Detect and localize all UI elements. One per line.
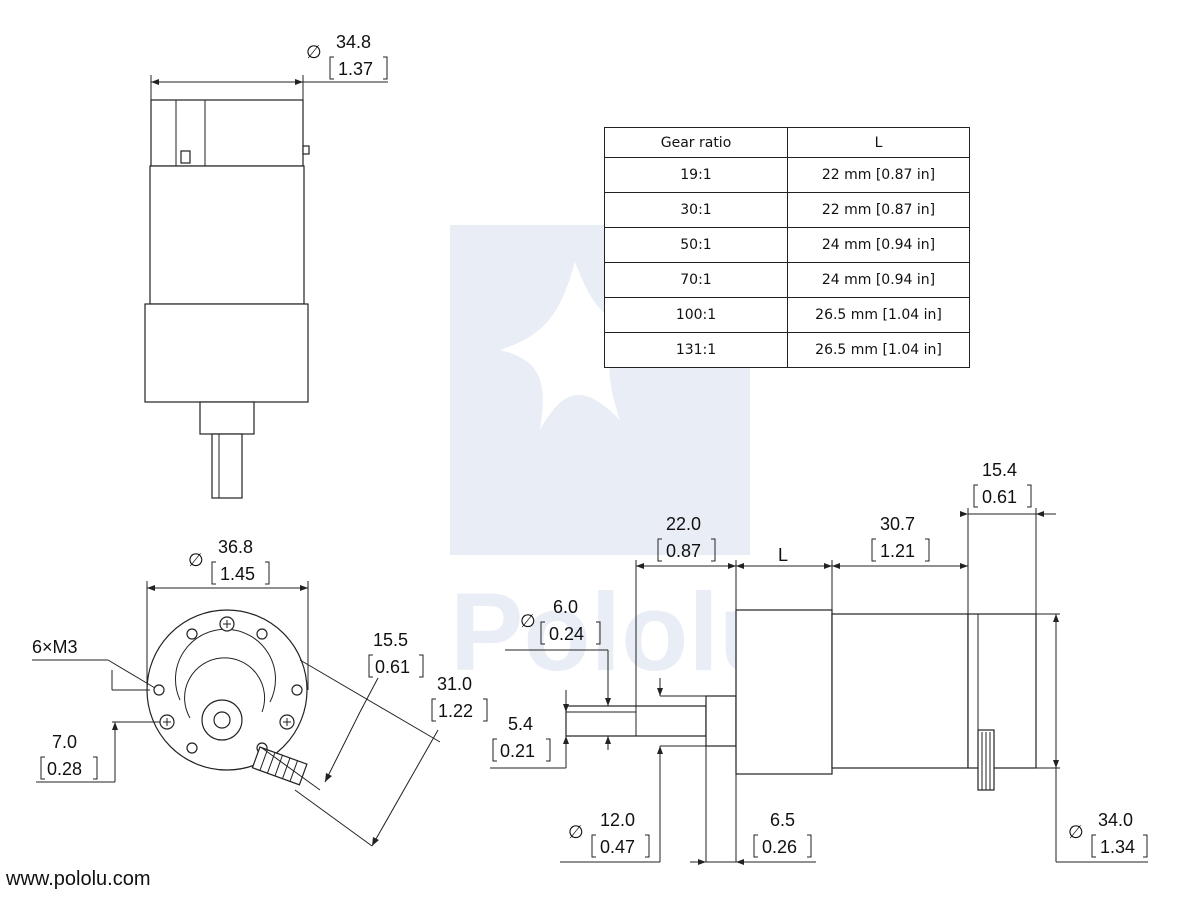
length-cell: 24 mm [0.94 in] [787, 227, 970, 263]
diameter-symbol-collar: ∅ [568, 822, 584, 842]
flat-height-in: 0.21 [500, 741, 535, 761]
body-diameter-in: 1.34 [1100, 837, 1135, 857]
header-gear-ratio: Gear ratio [604, 127, 788, 158]
motor-length-in: 1.21 [880, 541, 915, 561]
diameter-symbol-shaft: ∅ [520, 611, 536, 631]
gear-ratio-cell: 19:1 [604, 157, 788, 193]
top-view: ∅ 34.8 1.37 [144, 32, 388, 499]
offset-in: 0.28 [47, 759, 82, 779]
top-diameter-mm: 34.8 [336, 32, 371, 52]
radius-small-mm: 15.5 [373, 630, 408, 650]
side-gearbox [735, 609, 833, 775]
end-diameter-in: 1.45 [220, 564, 255, 584]
table-row: 30:1 22 mm [0.87 in] [604, 192, 970, 228]
length-cell: 22 mm [0.87 in] [787, 192, 970, 228]
encoder-length-in: 0.61 [982, 487, 1017, 507]
offset-mm: 7.0 [52, 732, 77, 752]
collar-length-mm: 6.5 [770, 810, 795, 830]
end-plate [146, 609, 308, 771]
top-diameter-in: 1.37 [338, 59, 373, 79]
watermark-text: Pololu [450, 571, 786, 694]
motor-body [149, 165, 305, 305]
end-diameter-mm: 36.8 [218, 537, 253, 557]
gear-ratio-cell: 100:1 [604, 297, 788, 333]
side-motor [831, 613, 969, 769]
gearbox-length-label: L [778, 545, 788, 565]
encoder-length-mm: 15.4 [982, 460, 1017, 480]
side-collar [705, 695, 737, 747]
collar-diameter-in: 0.47 [600, 837, 635, 857]
flat-height-mm: 5.4 [508, 714, 533, 734]
table-header-row: Gear ratio L [604, 127, 970, 158]
shaft-diameter-mm: 6.0 [553, 597, 578, 617]
gear-ratio-cell: 50:1 [604, 227, 788, 263]
header-l: L [787, 127, 970, 158]
radius-small-in: 0.61 [375, 657, 410, 677]
diameter-symbol-body: ∅ [1068, 822, 1084, 842]
screw-spec: 6×M3 [32, 637, 78, 657]
output-shaft [211, 433, 243, 499]
body-diameter-mm: 34.0 [1098, 810, 1133, 830]
gear-ratio-table: Gear ratio L 19:1 22 mm [0.87 in] 30:1 2… [604, 127, 970, 368]
length-cell: 22 mm [0.87 in] [787, 157, 970, 193]
table-row: 100:1 26.5 mm [1.04 in] [604, 297, 970, 333]
table-row: 70:1 24 mm [0.94 in] [604, 262, 970, 298]
table-row: 131:1 26.5 mm [1.04 in] [604, 332, 970, 368]
gear-ratio-cell: 70:1 [604, 262, 788, 298]
motor-length-mm: 30.7 [880, 514, 915, 534]
radius-large-in: 1.22 [438, 701, 473, 721]
length-cell: 26.5 mm [1.04 in] [787, 297, 970, 333]
table-row: 50:1 24 mm [0.94 in] [604, 227, 970, 263]
side-view: 22.0 0.87 L 30.7 1.21 15.4 0.61 ∅ 6.0 0.… [490, 460, 1148, 865]
table-row: 19:1 22 mm [0.87 in] [604, 157, 970, 193]
shaft-length-mm: 22.0 [666, 514, 701, 534]
radius-large-mm: 31.0 [437, 674, 472, 694]
length-cell: 26.5 mm [1.04 in] [787, 332, 970, 368]
collar-diameter-mm: 12.0 [600, 810, 635, 830]
diameter-symbol-end: ∅ [188, 550, 204, 570]
gearbox [144, 303, 309, 403]
shaft-diameter-in: 0.24 [549, 624, 584, 644]
length-cell: 24 mm [0.94 in] [787, 262, 970, 298]
diameter-symbol: ∅ [306, 42, 322, 62]
end-view: ∅ 36.8 1.45 6×M3 7.0 0.28 15.5 0.61 31.0… [32, 537, 488, 847]
collar-length-in: 0.26 [762, 837, 797, 857]
gear-ratio-cell: 131:1 [604, 332, 788, 368]
encoder-housing [150, 99, 304, 167]
pololu-website-link[interactable]: www.pololu.com [6, 868, 151, 890]
gear-ratio-cell: 30:1 [604, 192, 788, 228]
shaft-length-in: 0.87 [666, 541, 701, 561]
collar [199, 401, 255, 435]
